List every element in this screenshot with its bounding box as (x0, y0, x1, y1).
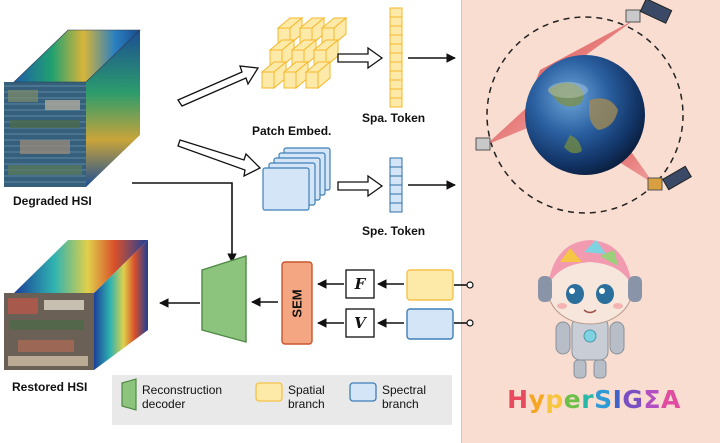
brand-letter: H (507, 385, 529, 414)
brand-letter: G (622, 385, 644, 414)
brand-letter: I (612, 385, 623, 414)
legend-spectral-swatch (349, 382, 377, 402)
port-spectral (466, 319, 474, 327)
v-label: V (354, 314, 366, 332)
spe-token-column (389, 157, 403, 213)
satellite-icon (475, 137, 491, 151)
degraded-hsi-label: Degraded HSI (13, 194, 92, 208)
earth-illustration (475, 0, 692, 214)
v-box (345, 308, 375, 338)
orbit-ring (486, 16, 684, 214)
sem-label: SEM (289, 288, 305, 318)
brand-letter: y (528, 385, 546, 414)
spatial-branch-box (406, 269, 454, 301)
spe-token-label: Spe. Token (362, 224, 426, 238)
patch-embed-cubes (260, 16, 348, 90)
arrow-skip-to-decoder (132, 182, 237, 263)
brand-logo: HyperSIGƩA (474, 385, 714, 414)
hollow-arrow-to-spe (337, 174, 384, 198)
f-box (345, 269, 375, 299)
sem-label-wrap: SEM (282, 262, 312, 344)
legend-decoder-swatch (121, 378, 137, 411)
restored-hsi-cube (4, 240, 148, 370)
legend-spectral-text: Spectral branch (382, 383, 427, 411)
port-spatial (466, 281, 474, 289)
satellite-icon (625, 0, 673, 24)
restored-hsi-label: Restored HSI (12, 380, 88, 394)
reconstruction-decoder (201, 255, 247, 343)
legend-spatial-text: Spatial branch (288, 383, 325, 411)
satellite-icon (647, 165, 692, 191)
brand-letter: e (563, 385, 582, 414)
brand-letter: A (661, 385, 681, 414)
sem-block (281, 261, 313, 345)
spectral-branch-box (406, 308, 454, 340)
earth-globe (525, 55, 645, 175)
patch-embed-label: Patch Embed. (252, 124, 332, 138)
degraded-hsi-cube (4, 29, 141, 187)
spa-token-column (389, 7, 403, 108)
hollow-arrow-to-patch (177, 65, 260, 107)
hollow-arrow-to-spa (337, 46, 384, 70)
spa-token-label: Spa. Token (362, 111, 426, 125)
legend-decoder-text: Reconstruction decoder (142, 383, 223, 411)
f-label: F (354, 275, 366, 293)
brand-letter: p (545, 385, 564, 414)
brand-letter: r (581, 385, 595, 414)
legend-spatial-swatch (255, 382, 283, 402)
hollow-arrow-to-spectral (177, 139, 262, 178)
brand-letter: S (594, 385, 613, 414)
spectral-bands (262, 147, 331, 211)
brand-letter: Ʃ (643, 385, 662, 414)
robot-mascot (538, 240, 642, 379)
